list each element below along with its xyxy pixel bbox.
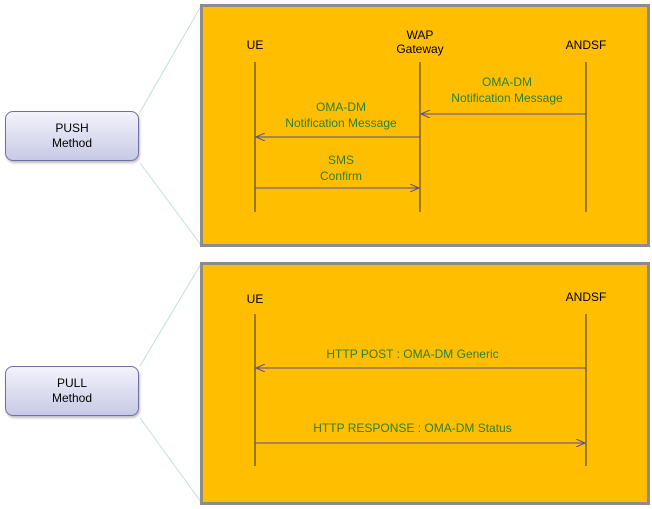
push-msg3-line1: SMS [327,153,354,167]
push-gateway-line1: WAP [406,28,434,42]
push-connector-bottom [139,162,202,246]
pull-msg-ue-to-andsf: HTTP RESPONSE : OMA-DM Status [313,421,512,435]
push-method-box: PUSH Method [5,111,139,161]
push-msg-andsf-to-gateway: OMA-DM Notification Message [428,74,586,106]
pull-ue-label: UE [246,292,264,306]
push-msg1-line2: Notification Message [451,91,563,105]
push-connector-top [139,5,202,113]
pull-method-line2: Method [51,391,93,405]
push-msg-gateway-to-ue: OMA-DM Notification Message [262,99,420,131]
pull-connector-bottom [139,417,202,503]
pull-msg-andsf-to-ue: HTTP POST : OMA-DM Generic [326,347,499,361]
push-msg2-line1: OMA-DM [316,100,366,114]
pull-method-box: PULL Method [5,366,139,416]
push-msg1-line1: OMA-DM [482,75,532,89]
push-method-line1: PUSH [55,121,89,135]
push-ue-label: UE [246,38,264,52]
push-msg3-line2: Confirm [319,169,362,183]
pull-connector-top [139,263,202,367]
push-msg-ue-to-gateway: SMS Confirm [262,152,420,184]
push-method-line2: Method [51,136,93,150]
push-panel [200,4,650,247]
push-gateway-line2: Gateway [396,42,444,56]
pull-andsf-label: ANDSF [565,290,607,304]
pull-panel [200,262,650,505]
push-msg2-line2: Notification Message [285,116,397,130]
pull-method-line1: PULL [56,376,88,390]
push-andsf-label: ANDSF [565,38,607,52]
push-gateway-label: WAP Gateway [380,28,460,56]
